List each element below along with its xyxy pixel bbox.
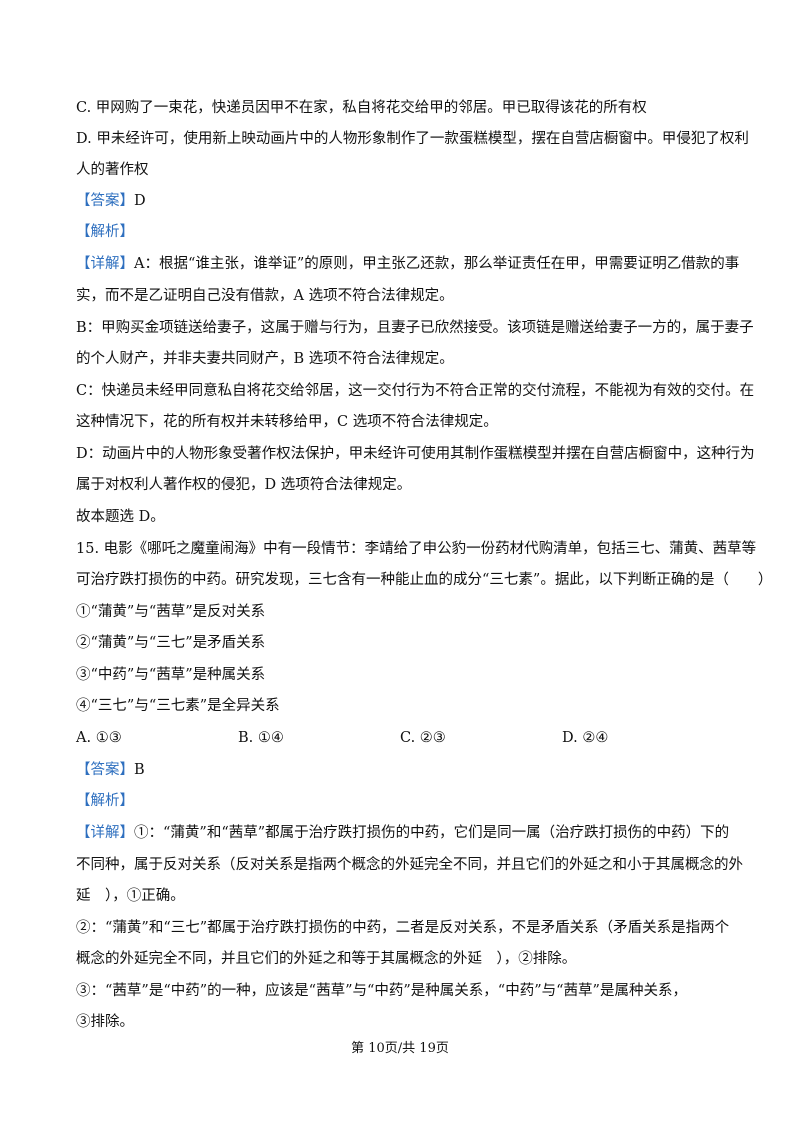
q15-detail-3: ③：“茜草”是“中药”的一种，应该是“茜草”与“中药”是种属关系，“中药”与“茜… [76, 983, 687, 999]
detail-c: C：快递员未经甲同意私自将花交给邻居，这一交付行为不符合正常的交付流程，不能视为… [76, 383, 755, 399]
detail-b: B：甲购买金项链送给妻子，这属于赠与行为，且妻子已欣然接受。该项链是赠送给妻子一… [76, 320, 754, 336]
q15-detail-1-text: ①：“蒲黄”和“茜草”都属于治疗跌打损伤的中药，它们是同一属（治疗跌打损伤的中药… [134, 825, 730, 841]
q15-answer-value: B [134, 762, 145, 778]
statement-1: ①“蒲黄”与“茜草”是反对关系 [76, 604, 266, 620]
detail-d: D：动画片中的人物形象受著作权法保护，甲未经许可使用其制作蛋糕模型并摆在自营店橱… [76, 446, 755, 462]
q15-detail-2: ②：“蒲黄”和“三七”都属于治疗跌打损伤的中药，二者是反对关系，不是矛盾关系（矛… [76, 920, 730, 936]
page-number: 第 10页/共 19页 [351, 1041, 449, 1056]
answer-line: 【答案】D [76, 191, 736, 211]
answer-value: D [134, 193, 146, 209]
q15-detail-1-cont2: 延 ），①正确。 [76, 888, 185, 904]
q15-detail-1: 【详解】①：“蒲黄”和“茜草”都属于治疗跌打损伤的中药，它们是同一属（治疗跌打损… [76, 823, 736, 843]
detail-a: 【详解】A：根据“谁主张，谁举证”的原则，甲主张乙还款，那么举证责任在甲，甲需要… [76, 254, 740, 274]
option-c: C. 甲网购了一束花，快递员因甲不在家，私自将花交给甲的邻居。甲已取得该花的所有… [76, 100, 647, 116]
statement-3: ③“中药”与“茜草”是种属关系 [76, 667, 266, 683]
q15-answer-tag: 【答案】 [76, 762, 134, 778]
q15-stem: 15. 电影《哪吒之魔童闹海》中有一段情节：李靖给了申公豹一份药材代购清单，包括… [76, 541, 757, 557]
option-d: D. 甲未经许可，使用新上映动画片中的人物形象制作了一款蛋糕模型，摆在自营店橱窗… [76, 131, 749, 147]
statement-2: ②“蒲黄”与“三七”是矛盾关系 [76, 635, 266, 651]
choice-d: D. ②④ [562, 730, 609, 746]
q15-detail-tag: 【详解】 [76, 825, 134, 841]
q15-detail-1-cont: 不同种，属于反对关系（反对关系是指两个概念的外延完全不同，并且它们的外延之和小于… [76, 857, 743, 873]
detail-b-cont: 的个人财产，并非夫妻共同财产，B 选项不符合法律规定。 [76, 351, 454, 367]
choice-c: C. ②③ [400, 730, 446, 746]
detail-a-text: A：根据“谁主张，谁举证”的原则，甲主张乙还款，那么举证责任在甲，甲需要证明乙借… [134, 256, 740, 272]
detail-tag: 【详解】 [76, 256, 134, 272]
conclusion: 故本题选 D。 [76, 509, 165, 525]
analysis-tag: 【解析】 [76, 224, 134, 240]
detail-c-cont: 这种情况下，花的所有权并未转移给甲，C 选项不符合法律规定。 [76, 414, 498, 430]
answer-tag: 【答案】 [76, 193, 134, 209]
option-d-cont: 人的著作权 [76, 162, 149, 178]
detail-d-cont: 属于对权利人著作权的侵犯，D 选项符合法律规定。 [76, 477, 412, 493]
q15-detail-3-cont: ③排除。 [76, 1014, 134, 1030]
q15-answer-line: 【答案】B [76, 760, 736, 780]
choice-b: B. ①④ [238, 730, 284, 746]
detail-a-cont: 实，而不是乙证明自己没有借款，A 选项不符合法律规定。 [76, 288, 454, 304]
q15-stem-cont: 可治疗跌打损伤的中药。研究发现，三七含有一种能止血的成分“三七素”。据此，以下判… [76, 572, 773, 588]
q15-analysis-tag: 【解析】 [76, 793, 134, 809]
statement-4: ④“三七”与“三七素”是全异关系 [76, 698, 280, 714]
choice-a: A. ①③ [76, 730, 122, 746]
q15-detail-2-cont: 概念的外延完全不同，并且它们的外延之和等于其属概念的外延 ），②排除。 [76, 951, 577, 967]
